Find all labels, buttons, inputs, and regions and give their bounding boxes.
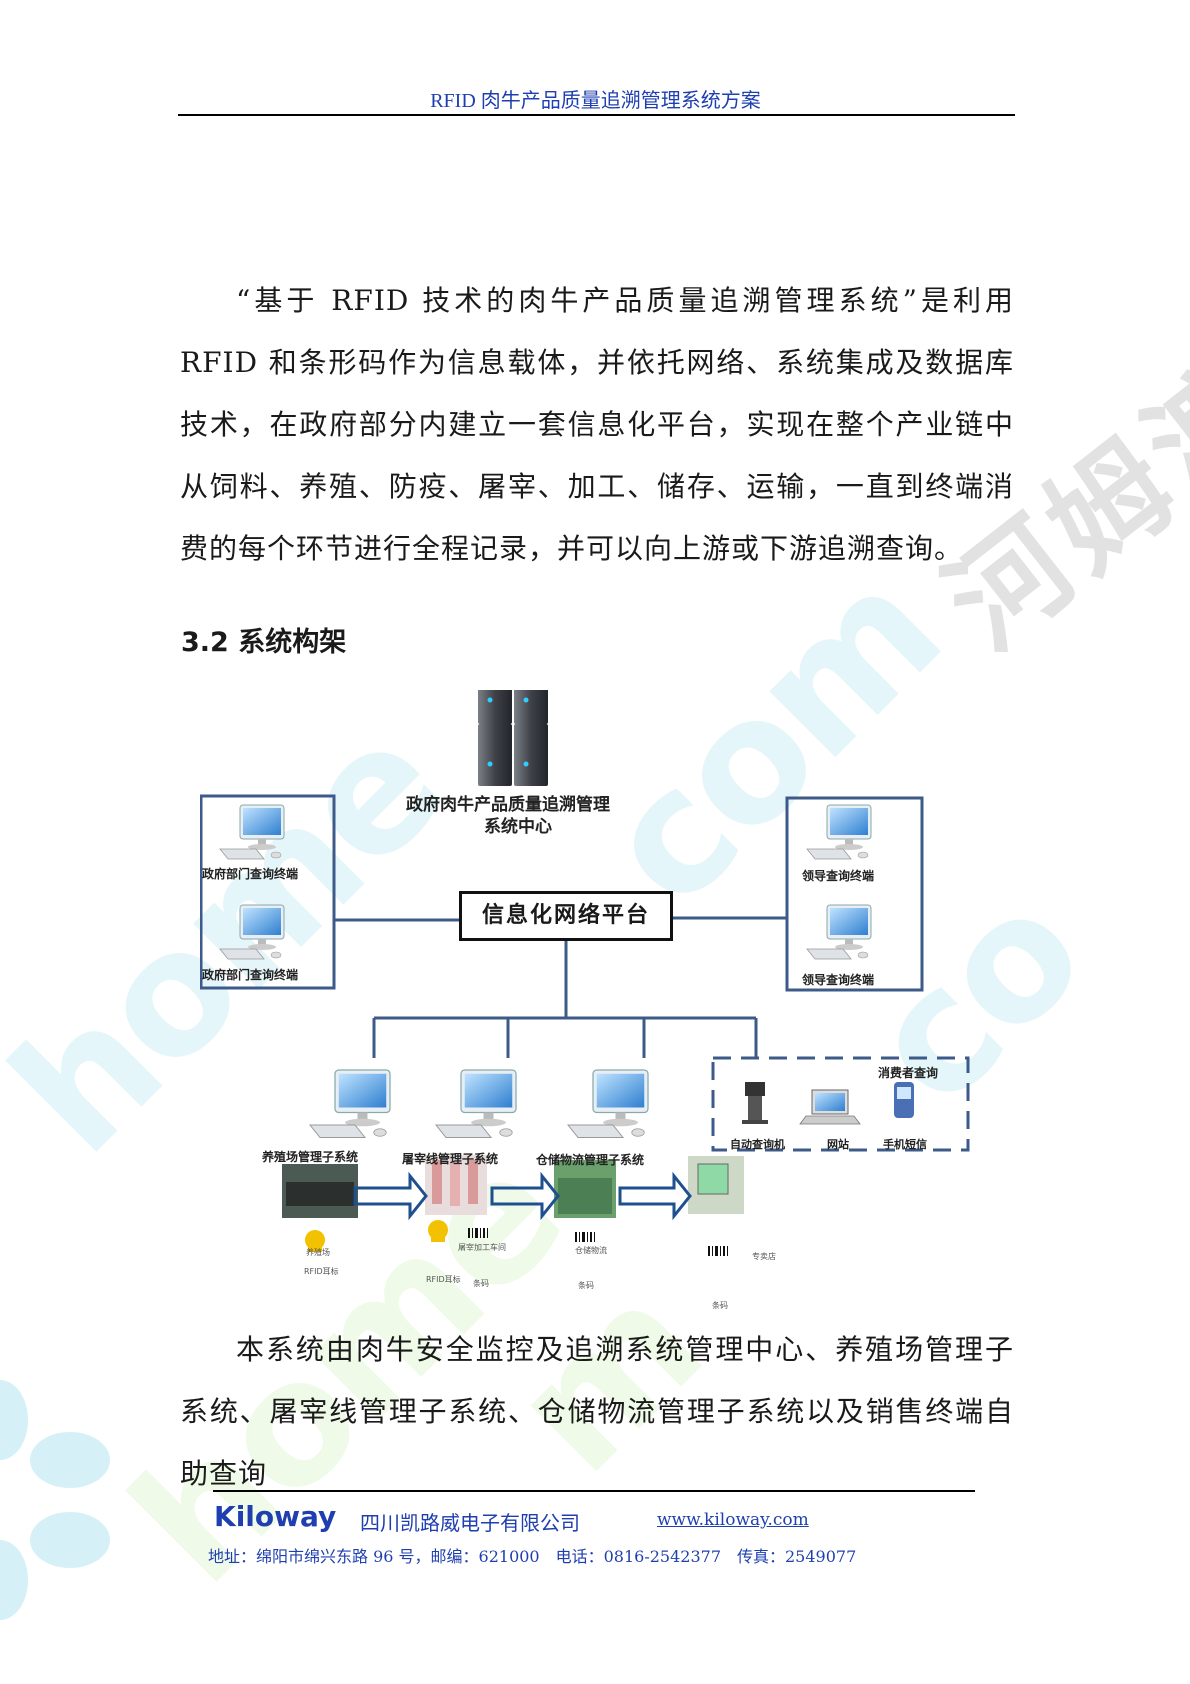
company-address: 地址：绵阳市绵兴东路 96 号，邮编：621000 电话：0816-254237… bbox=[208, 1547, 857, 1566]
consumer-phone-label: 手机短信 bbox=[883, 1138, 927, 1151]
server-icon bbox=[478, 690, 548, 786]
page-header: RFID 肉牛产品质量追溯管理系统方案 bbox=[430, 90, 761, 112]
barcode-icon bbox=[468, 1228, 728, 1256]
watermark-flower-icon bbox=[0, 1380, 110, 1620]
system-description-paragraph: 本系统由肉牛安全监控及追溯系统管理中心、养殖场管理子系统、屠宰线管理子系统、仓储… bbox=[180, 1333, 1014, 1490]
phone-icon bbox=[894, 1082, 914, 1118]
consumer-title: 消费者查询 bbox=[878, 1066, 939, 1080]
brand-logo: Kiloway bbox=[214, 1500, 337, 1533]
architecture-diagram: 政府肉牛产品质量追溯管理 系统中心 信息化网络平台 政府部门查询终端 政府部门查… bbox=[200, 690, 990, 1320]
flow-tag2-label: RFID耳标 bbox=[426, 1275, 461, 1284]
center-label-line2: 系统中心 bbox=[484, 817, 552, 837]
gov-terminal-2-label: 政府部门查询终端 bbox=[202, 968, 299, 982]
flow-slaughter-label: 屠宰加工车间 bbox=[458, 1243, 506, 1252]
sub-farm-label: 养殖场管理子系统 bbox=[262, 1150, 359, 1164]
center-label-line1: 政府肉牛产品质量追溯管理 bbox=[406, 795, 610, 815]
laptop-icon bbox=[799, 1089, 861, 1125]
website-link[interactable]: www.kiloway.com bbox=[657, 1510, 809, 1530]
header-divider bbox=[178, 114, 1015, 116]
sub-storage-label: 仓储物流管理子系统 bbox=[536, 1153, 645, 1167]
consumer-web-label: 网站 bbox=[827, 1138, 849, 1151]
flow-barcode1-label: 条码 bbox=[473, 1279, 489, 1288]
flow-farm-label: 养殖场 bbox=[306, 1248, 330, 1257]
gov-terminal-1-label: 政府部门查询终端 bbox=[202, 867, 299, 881]
leader-terminal-2-label: 领导查询终端 bbox=[802, 973, 875, 987]
footer-divider bbox=[213, 1490, 975, 1492]
sub-slaughter-label: 屠宰线管理子系统 bbox=[402, 1152, 499, 1166]
flow-storage-label: 仓储物流 bbox=[575, 1246, 607, 1255]
platform-box: 信息化网络平台 bbox=[459, 891, 673, 941]
consumer-kiosk-label: 自动查询机 bbox=[730, 1138, 785, 1151]
flow-barcode3-label: 条码 bbox=[712, 1301, 728, 1310]
company-name: 四川凯路威电子有限公司 bbox=[360, 1511, 580, 1535]
section-heading: 3.2 系统构架 bbox=[181, 627, 347, 658]
flow-barcode2-label: 条码 bbox=[578, 1281, 594, 1290]
leader-terminal-1-label: 领导查询终端 bbox=[802, 869, 875, 883]
flow-shop-label: 专卖店 bbox=[752, 1252, 776, 1261]
intro-paragraph: “基于 RFID 技术的肉牛产品质量追溯管理系统”是利用 RFID 和条形码作为… bbox=[180, 284, 1014, 565]
kiosk-icon bbox=[742, 1082, 768, 1124]
flow-tag1-label: RFID耳标 bbox=[304, 1267, 339, 1276]
